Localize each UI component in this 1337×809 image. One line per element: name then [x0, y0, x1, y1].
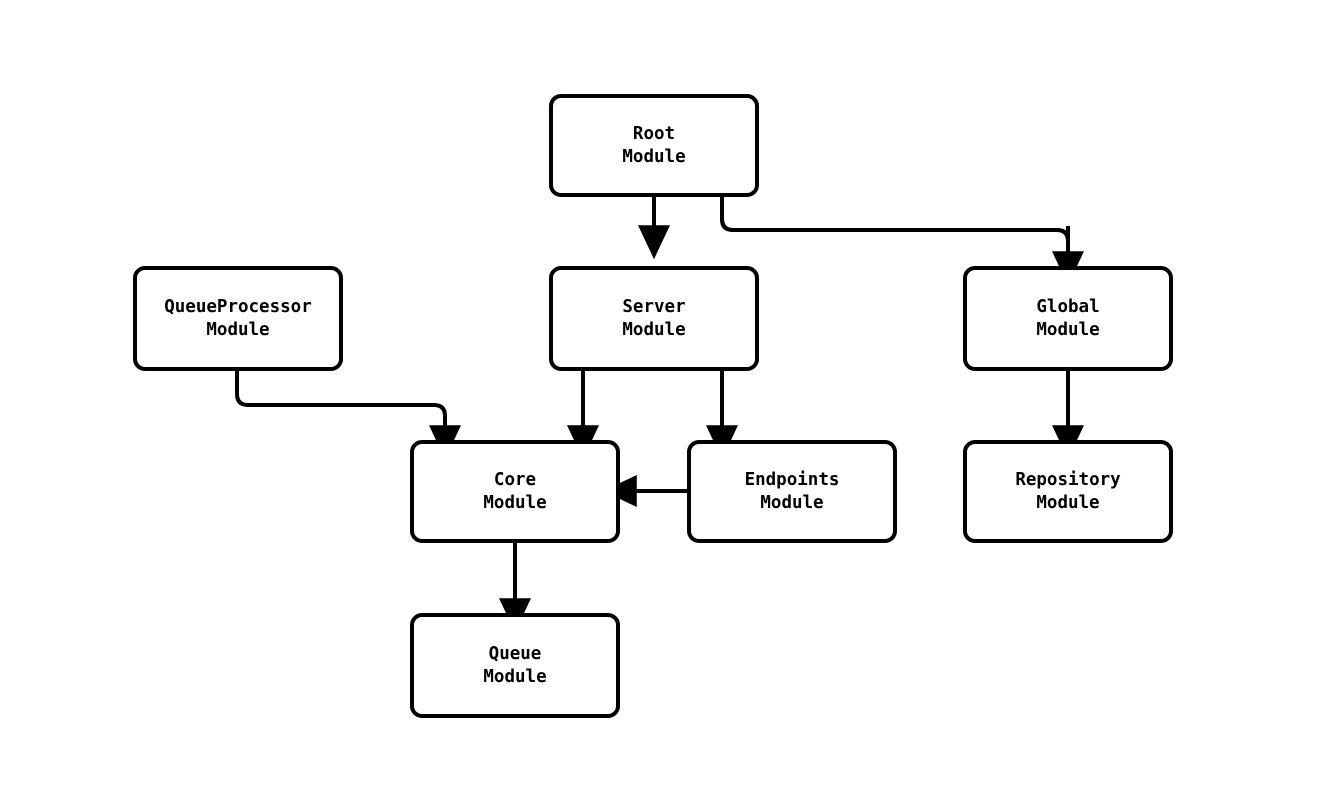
node-core-module[interactable]: Core Module — [410, 440, 620, 543]
node-endpoints-module[interactable]: Endpoints Module — [687, 440, 897, 543]
node-root-module-label: Root Module — [622, 123, 686, 167]
node-repository-module[interactable]: Repository Module — [963, 440, 1173, 543]
node-queue-module-label: Queue Module — [483, 643, 547, 687]
node-server-module-label: Server Module — [622, 296, 686, 340]
node-global-module-label: Global Module — [1036, 296, 1100, 340]
node-queueprocessor-module[interactable]: QueueProcessor Module — [133, 266, 343, 371]
node-core-module-label: Core Module — [483, 469, 547, 513]
edge-queueprocessor-to-core — [235, 371, 461, 460]
node-server-module[interactable]: Server Module — [549, 266, 759, 371]
node-endpoints-module-label: Endpoints Module — [744, 469, 840, 513]
node-global-module[interactable]: Global Module — [963, 266, 1173, 371]
node-repository-module-label: Repository Module — [1015, 469, 1121, 513]
node-queue-module[interactable]: Queue Module — [410, 613, 620, 718]
node-queueprocessor-module-label: QueueProcessor Module — [164, 296, 312, 340]
node-root-module[interactable]: Root Module — [549, 94, 759, 197]
edge-root-to-global — [720, 197, 1084, 286]
